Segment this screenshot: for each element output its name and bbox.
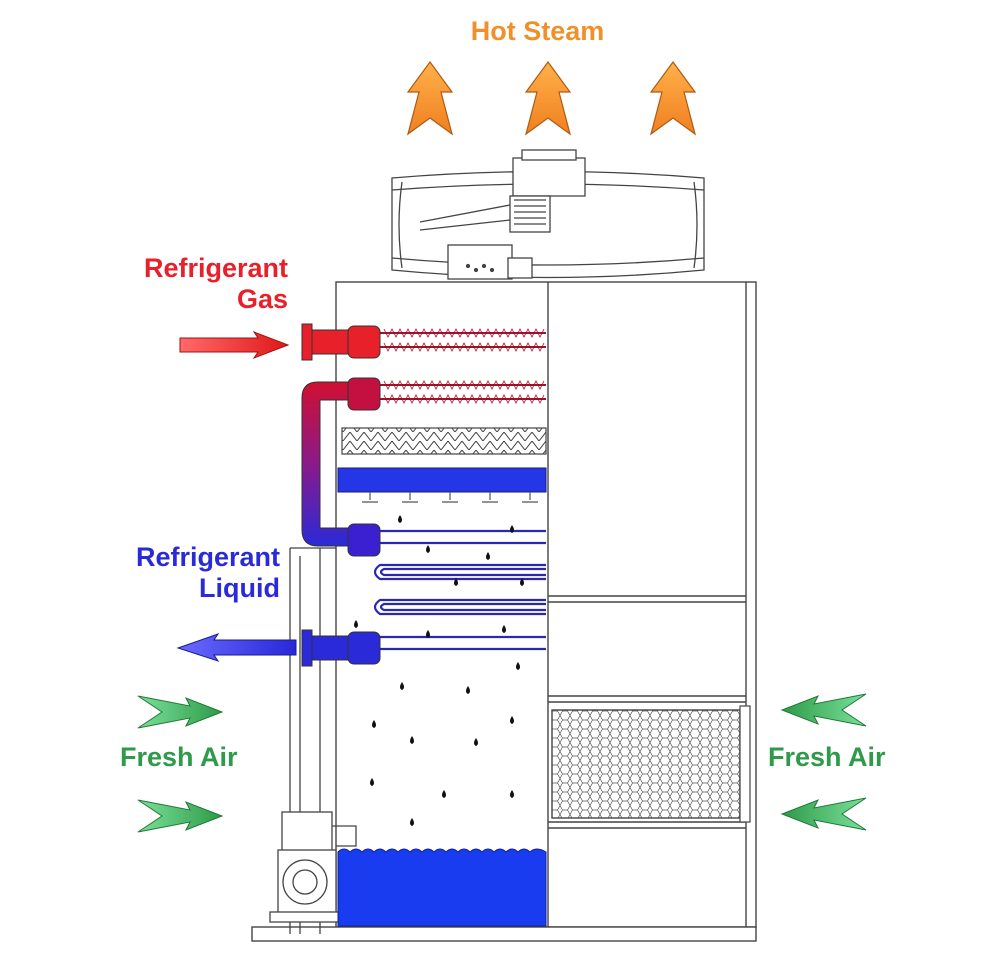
spray-header [337, 467, 547, 503]
fresh-air-arrow-right-top [780, 693, 867, 727]
coil-headers [301, 323, 381, 667]
liquid-coil-tubes [373, 529, 546, 651]
refrigerant-gas-arrow [179, 330, 290, 360]
pump-assembly [269, 547, 357, 934]
air-inlet-louver [551, 705, 751, 823]
hot-steam-label: Hot Steam [470, 16, 605, 46]
fresh-air-arrows-left [137, 695, 224, 833]
fresh-air-label-right: Fresh Air [768, 742, 886, 772]
steam-arrow-center [524, 60, 572, 136]
refrigerant-liquid-arrow [176, 633, 297, 662]
water-droplets [354, 515, 524, 826]
refrigerant-gas-label-line2: Gas [236, 284, 288, 315]
refrigerant-liquid-label: Refrigerant Liquid [60, 542, 280, 604]
refrigerant-liquid-label-line1: Refrigerant [135, 542, 280, 572]
drift-eliminator [341, 427, 547, 455]
fresh-air-arrow-left-bottom [137, 799, 224, 833]
hot-steam-arrows [406, 60, 697, 136]
gas-coil-tubes [380, 328, 546, 404]
fresh-air-arrow-right-bottom [780, 797, 867, 831]
refrigerant-gas-label: Refrigerant Gas [70, 253, 288, 315]
fan-assembly [391, 149, 705, 280]
fresh-air-arrow-left-top [137, 695, 224, 729]
fresh-air-label-left: Fresh Air [120, 742, 238, 772]
refrigerant-liquid-label-line2: Liquid [199, 573, 280, 604]
refrigerant-gas-label-line1: Refrigerant [143, 253, 288, 283]
steam-arrow-left [406, 60, 454, 136]
fresh-air-arrows-right [780, 693, 867, 831]
basin-water [337, 848, 547, 927]
steam-arrow-right [649, 60, 697, 136]
